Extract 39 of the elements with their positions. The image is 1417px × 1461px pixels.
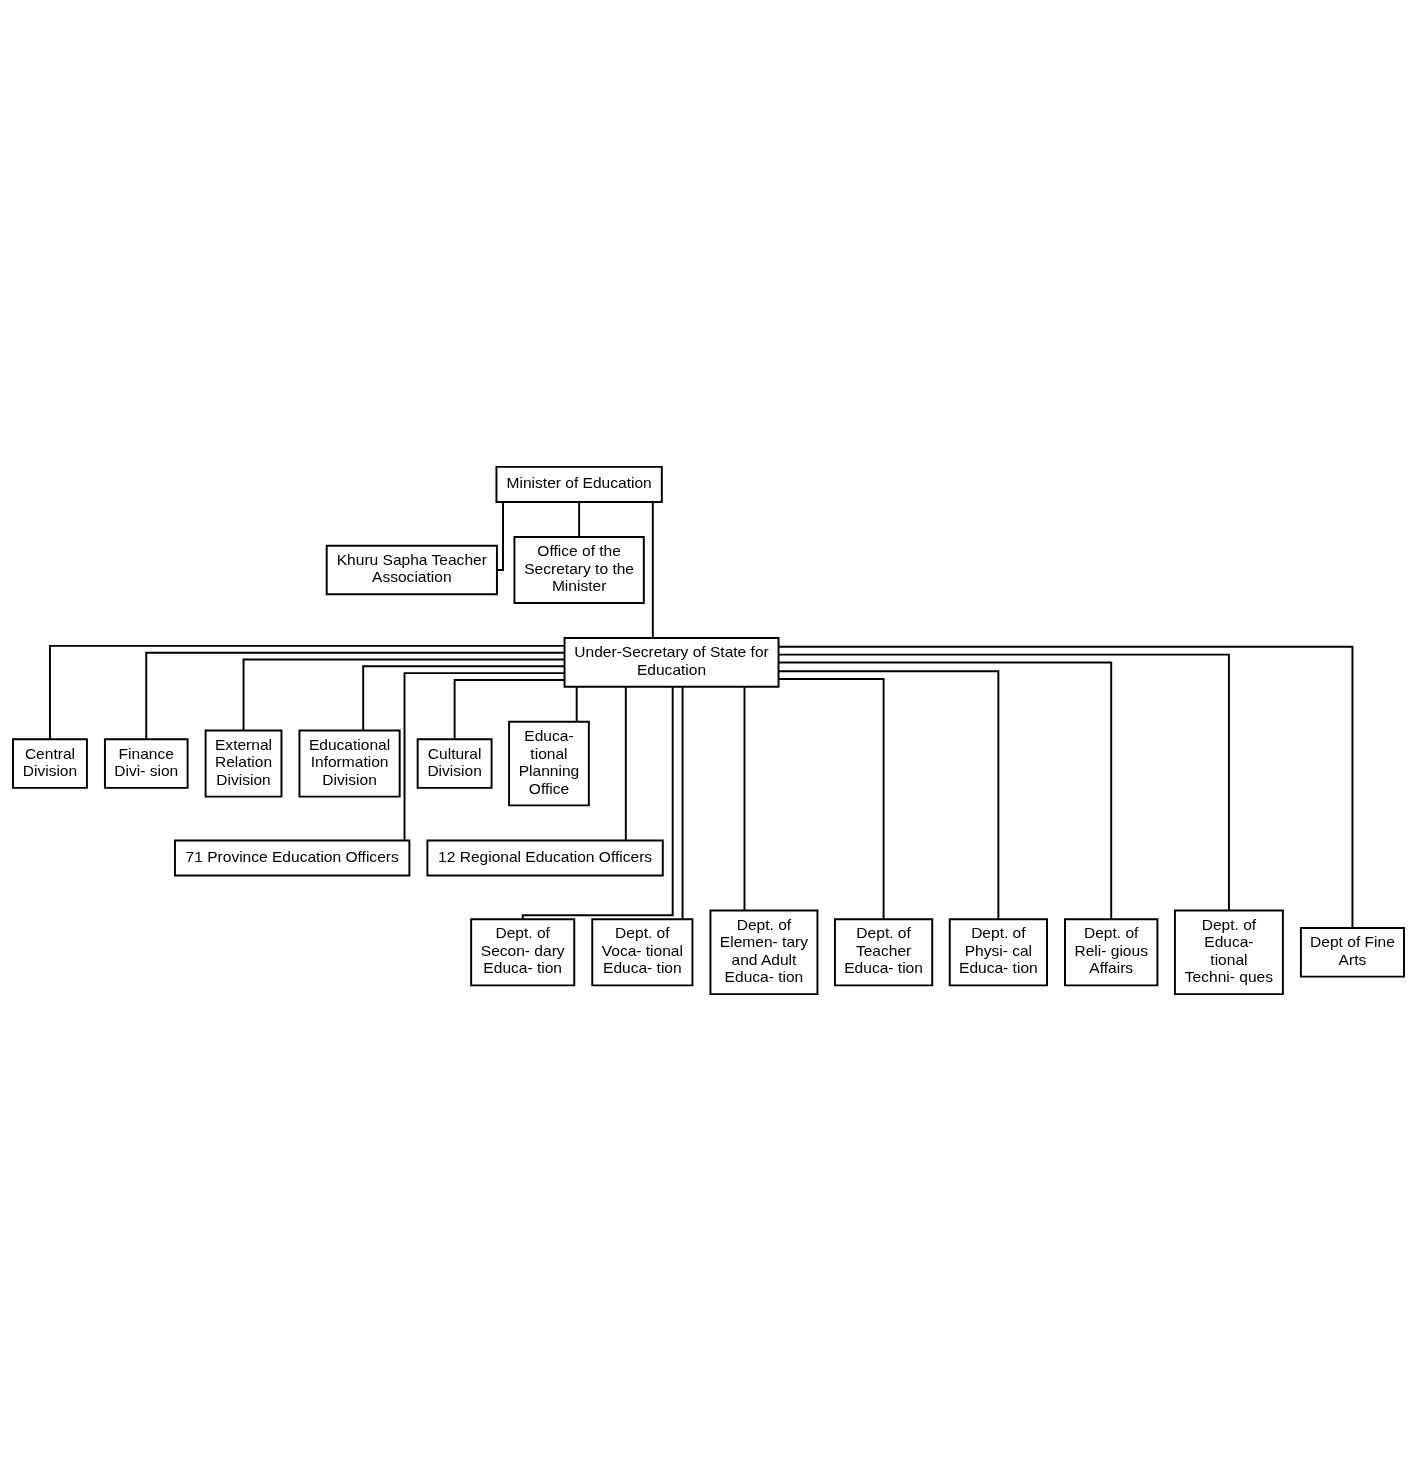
node-box: 71 Province Education Officers [174,839,411,877]
node-box: Dept. of Physi- cal Educa- tion [948,918,1048,987]
connector [362,665,566,732]
node-box: Dept. of Educa- tional Techni- ques [1173,909,1284,996]
node-box: 12 Regional Education Officers [426,839,664,877]
connector [453,678,566,740]
node-box: Under-Secretary of State for Education [563,637,780,688]
connector [624,685,627,842]
node-box: Dept. of Voca- tional Educa- tion [591,918,694,987]
connector [777,670,1000,921]
connector [777,677,885,920]
connector [743,685,746,912]
connector [777,645,1354,929]
connector [403,672,566,842]
connector [777,661,1113,920]
node-box: Educa- tional Planning Office [508,720,590,807]
connector [242,658,566,732]
node-box: External Relation Division [204,729,283,798]
node-box: Dept. of Reli- gious Affairs [1064,918,1159,987]
node-box: Cultural Division [416,738,493,789]
node-box: Finance Divi- sion [103,738,189,789]
node-box: Dept. of Secon- dary Educa- tion [470,918,576,987]
node-box: Office of the Secretary to the Minister [513,535,645,605]
node-box: Educational Information Division [298,729,401,798]
node-box: Dept. of Teacher Educa- tion [833,918,934,987]
node-box: Dept. of Elemen- tary and Adult Educa- tion [709,909,819,996]
connector [777,653,1230,912]
node-box: Central Division [12,738,88,789]
connector [578,501,581,538]
connector [575,685,578,723]
node-box: Khuru Sapha Teacher Association [325,544,498,596]
connector [681,685,684,920]
connector [496,501,504,571]
connector [145,651,566,741]
connector [49,644,566,741]
node-box: Dept of Fine Arts [1299,927,1405,978]
node-box: Minister of Education [495,465,663,503]
connector [521,686,674,920]
connector [651,501,654,639]
